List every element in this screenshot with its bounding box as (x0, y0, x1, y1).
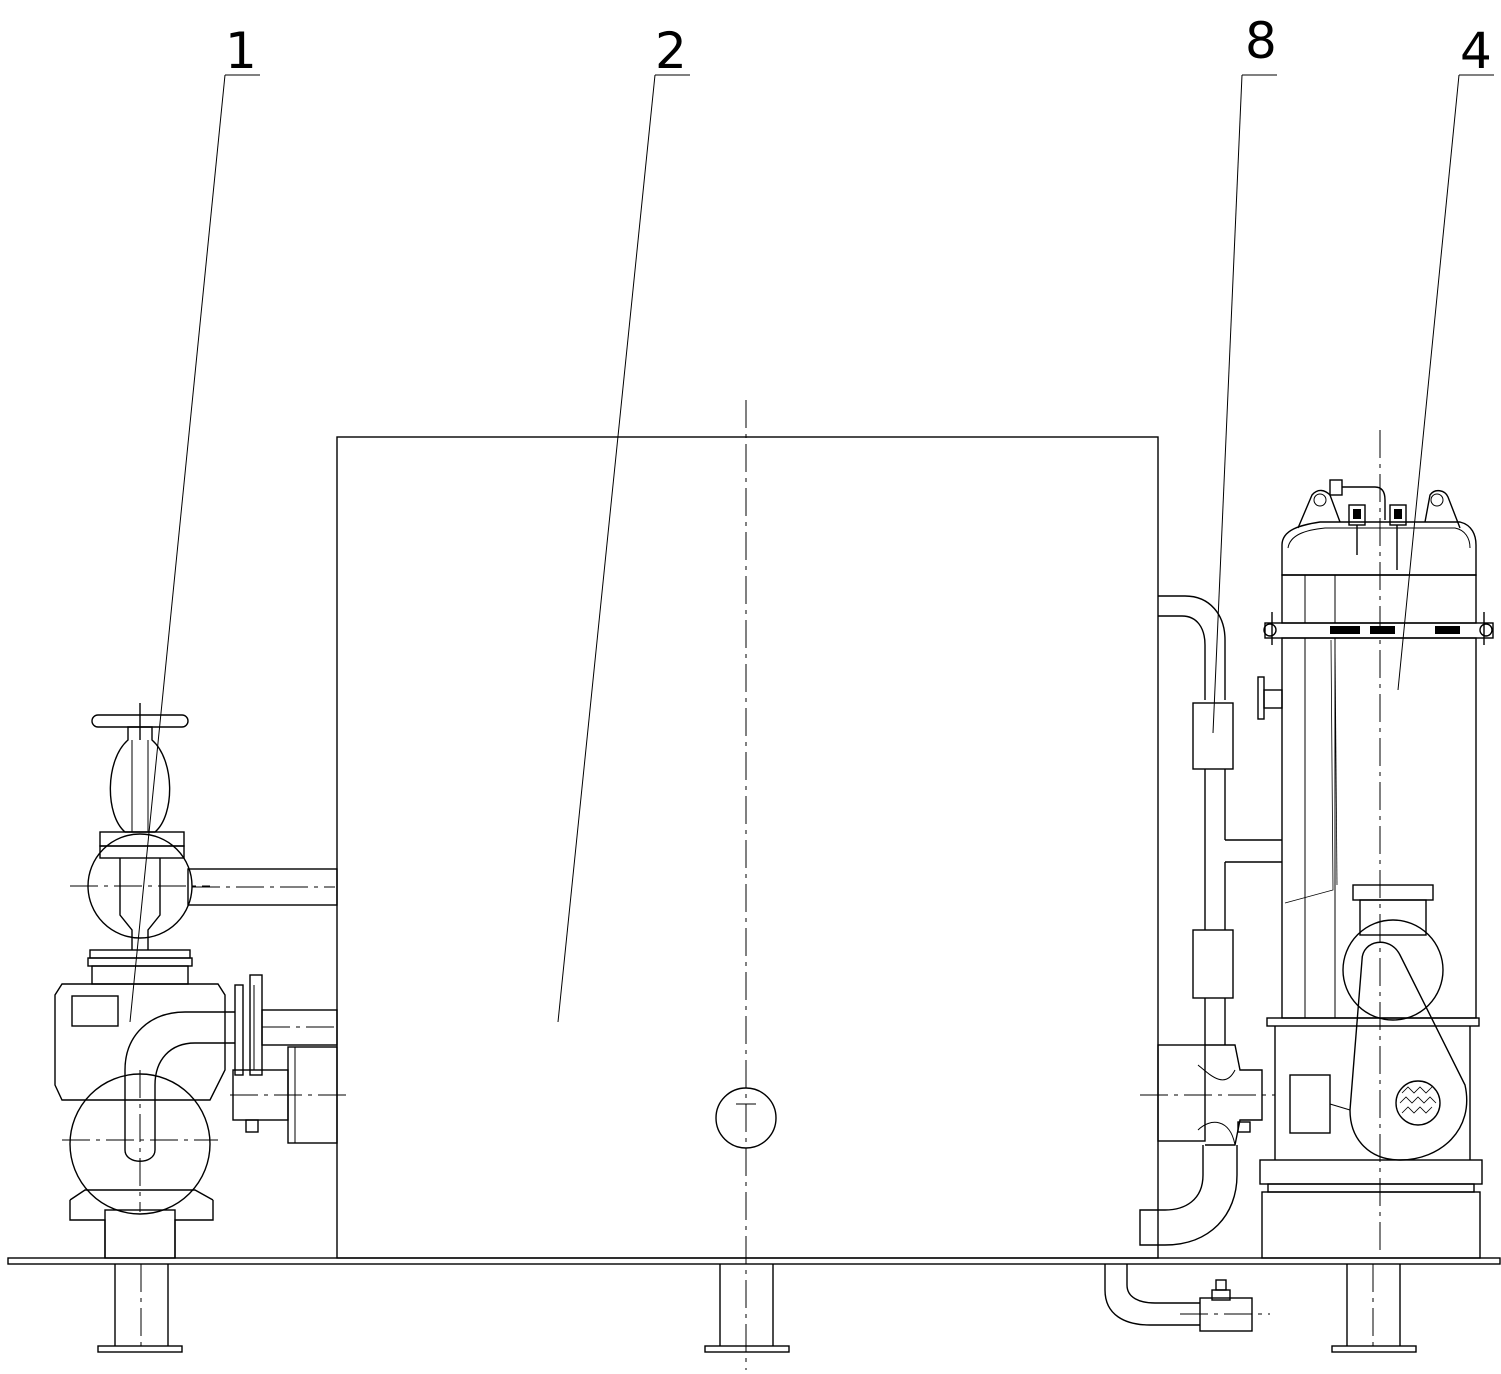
callout-label-1: 1 (225, 22, 257, 80)
support-foot-left (97, 1264, 183, 1353)
outlet-pipe-upper (187, 868, 338, 906)
inner-pump-volute (1349, 941, 1468, 1161)
filter-vessel (1257, 430, 1494, 1259)
callout-2: 2 (557, 22, 690, 1023)
tank-port-circle (715, 1087, 777, 1149)
support-foot-middle (704, 1264, 790, 1353)
callout-label-4: 4 (1460, 22, 1492, 80)
base-frame (7, 1257, 1501, 1353)
callout-label-8: 8 (1245, 12, 1277, 70)
pump-impeller (1395, 1080, 1441, 1126)
pump-assembly-left (54, 703, 350, 1259)
callout-4: 4 (1397, 22, 1494, 691)
callout-1: 1 (129, 22, 260, 1023)
callout-label-2: 2 (655, 22, 687, 80)
valve-bonnet (109, 726, 171, 833)
pipe-fitting-upper (1192, 702, 1234, 770)
water-tank (336, 400, 1159, 1370)
pump-motor (54, 983, 226, 1101)
inner-pump-housing (1342, 919, 1444, 1021)
connecting-piping (1104, 595, 1282, 1332)
vessel-lid (1281, 521, 1477, 576)
pipe-fitting-lower (1192, 929, 1234, 999)
callout-8: 8 (1212, 12, 1277, 734)
support-foot-right (1331, 1264, 1417, 1353)
motor-nameplate (71, 995, 119, 1027)
